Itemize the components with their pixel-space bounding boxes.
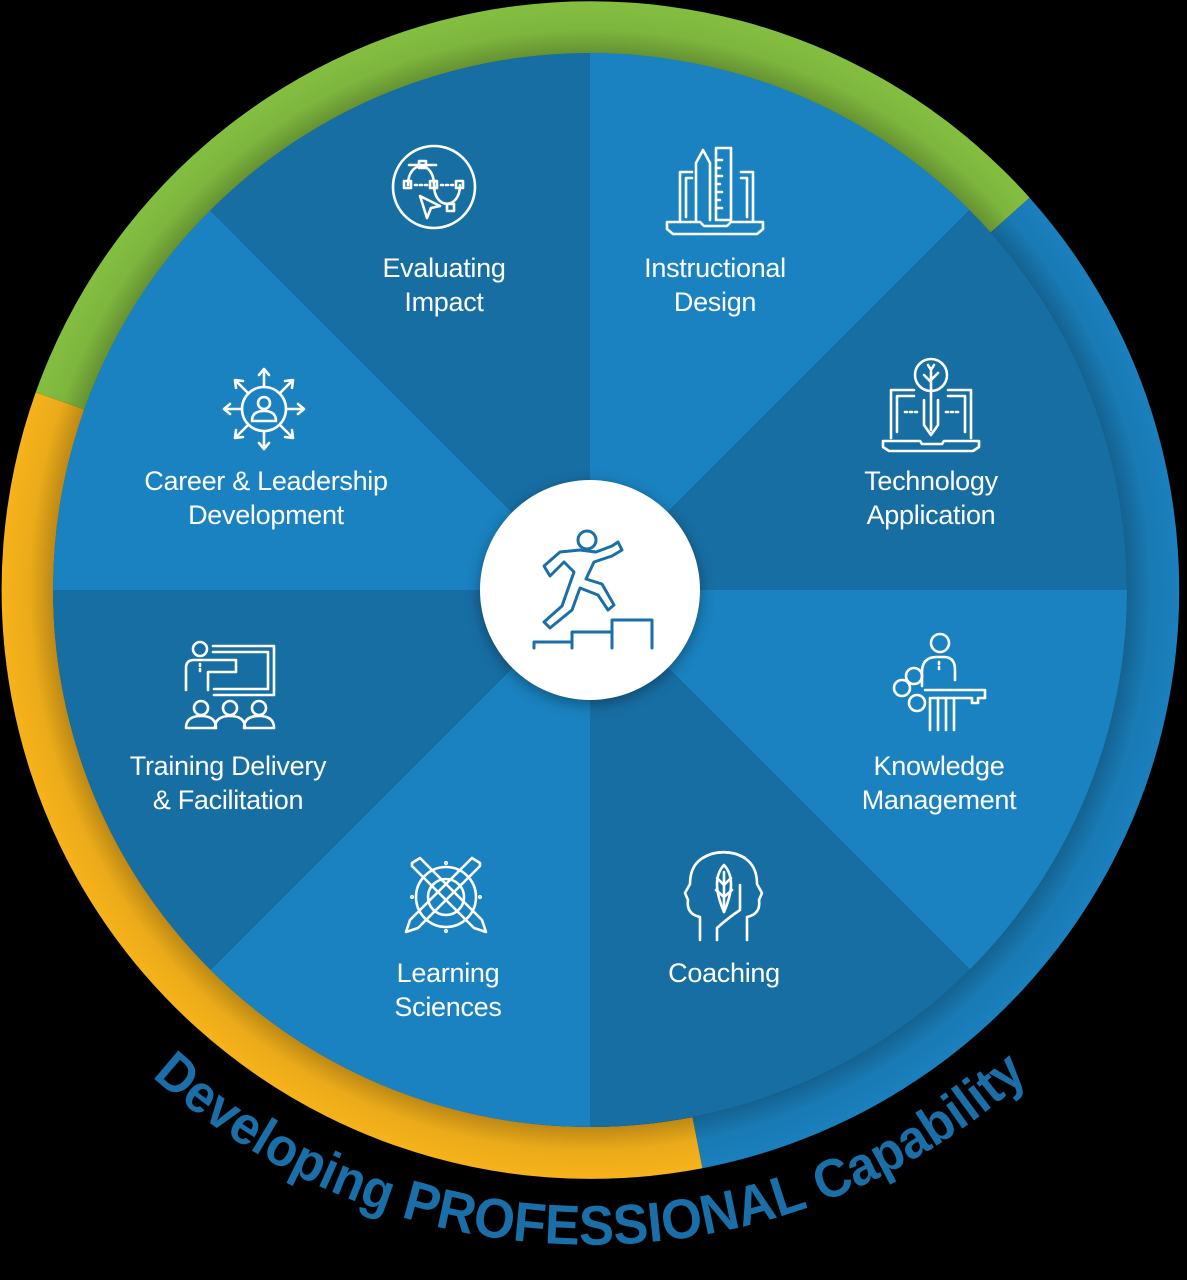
person-climbing-stairs-icon	[532, 529, 654, 650]
label-line-2: Sciences	[394, 992, 502, 1022]
label-line-2: Management	[861, 785, 1017, 815]
label-evaluating-impact: Evaluating Impact	[382, 251, 505, 319]
label-line-1: Technology	[864, 466, 998, 496]
label-instructional-design: Instructional Design	[644, 251, 786, 319]
label-line-1: Career & Leadership	[144, 466, 388, 496]
label-line-2: Application	[866, 500, 996, 530]
center-badge	[480, 480, 700, 700]
slice-coaching[interactable]	[590, 590, 970, 1127]
label-knowledge-management: Knowledge Management	[862, 749, 1017, 817]
slice-technology-application[interactable]	[590, 210, 1127, 591]
label-line-1: Knowledge	[873, 751, 1005, 781]
label-training-delivery: Training Delivery & Facilitation	[129, 749, 327, 817]
label-line-2: Design	[673, 287, 757, 317]
person-radiating-arrows-icon	[222, 367, 306, 451]
presenter-whiteboard-audience-icon	[184, 640, 276, 730]
person-holding-key-icon	[892, 632, 987, 732]
slice-learning-sciences[interactable]	[210, 590, 591, 1127]
slice-evaluating-impact[interactable]	[210, 53, 591, 590]
label-line-2: Impact	[404, 287, 484, 317]
label-line-1: Evaluating	[382, 253, 506, 283]
laptop-pencil-tree-icon	[881, 357, 981, 453]
slice-knowledge-management[interactable]	[590, 590, 1127, 970]
crossed-pencils-target-icon	[404, 856, 488, 934]
label-line-2: & Facilitation	[152, 785, 304, 815]
two-heads-leaf-icon	[683, 850, 764, 942]
label-coaching: Coaching	[668, 956, 780, 990]
slice-career-leadership[interactable]	[53, 210, 590, 591]
label-learning-sciences: Learning Sciences	[394, 956, 501, 1024]
label-line-2: Development	[188, 500, 344, 530]
label-line-1: Coaching	[668, 958, 780, 988]
laptop-pencil-ruler-icon	[665, 146, 765, 236]
label-line-1: Instructional	[644, 253, 786, 283]
label-line-1: Learning	[396, 958, 500, 988]
label-line-1: Training Delivery	[129, 751, 327, 781]
bezier-curve-cursor-icon	[391, 144, 477, 230]
label-technology-application: Technology Application	[864, 464, 998, 532]
label-career-leadership: Career & Leadership Development	[144, 464, 388, 532]
